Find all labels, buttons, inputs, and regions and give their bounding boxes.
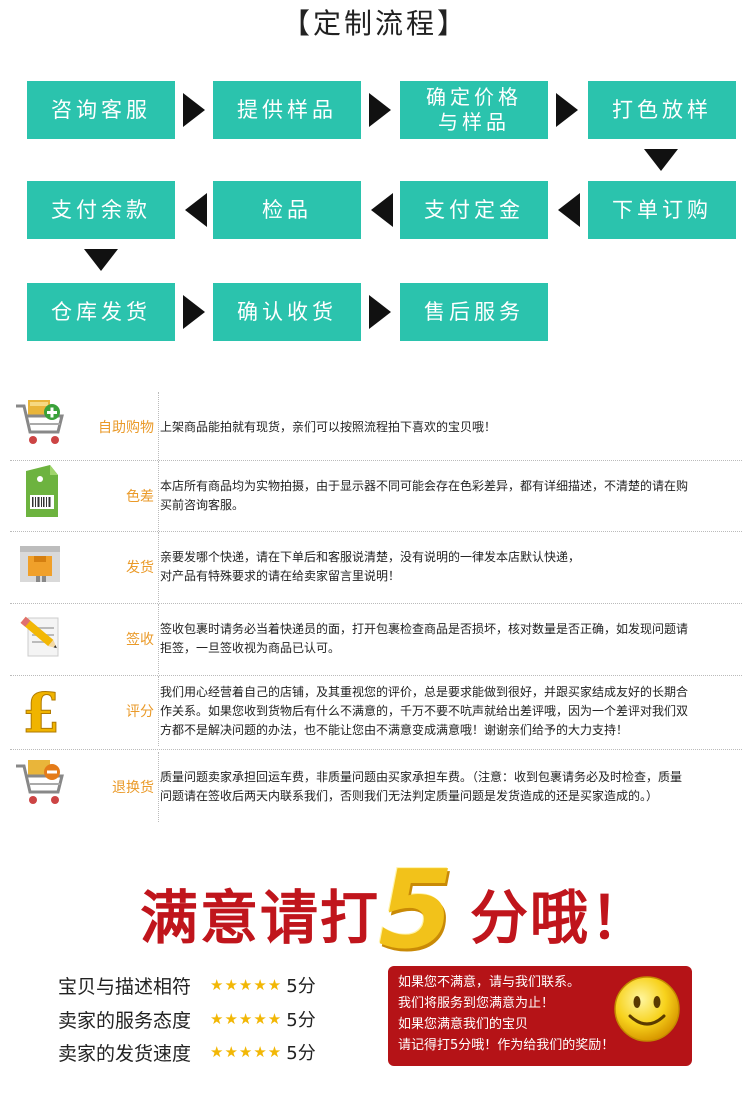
page-title: 【定制流程】	[281, 7, 468, 40]
rating-score: 5分	[286, 976, 316, 997]
note-line: 我们将服务到您满意为止！	[398, 996, 555, 1011]
flow-step-confirm-price: 确定价格 与样品	[400, 81, 548, 139]
rating-label: 卖家的发货速度	[58, 1042, 192, 1065]
info-label: 自助购物	[98, 420, 154, 436]
pound-sign-icon: £	[10, 676, 72, 746]
arrow-left-icon	[185, 193, 207, 227]
info-text: 本店所有商品均为实物拍摄，由于显示器不同可能会存在色彩差异，都有详细描述，不清楚…	[160, 479, 689, 512]
info-row-rating: £ 评分 我们用心经营着自己的店铺，及其重视您的评价，总是要求能做到很好，并跟买…	[10, 676, 742, 746]
info-row-shipping: 发货 亲要发哪个快递，请在下单后和客服说清楚，没有说明的一律发本店默认快递， 对…	[10, 532, 742, 602]
info-label: 色差	[126, 489, 154, 505]
shopping-cart-add-icon	[10, 392, 72, 462]
note-line: 如果您满意我们的宝贝	[398, 1017, 529, 1032]
arrow-down-icon	[84, 249, 118, 271]
note-line: 请记得打5分哦！作为给我们的奖励！	[398, 1038, 615, 1053]
arrow-right-icon	[183, 295, 205, 329]
flow-step-color-proof: 打色放样	[588, 81, 736, 139]
rating-label: 宝贝与描述相符	[58, 975, 192, 998]
arrow-right-icon	[556, 93, 578, 127]
star-icon: ★★★★★	[210, 976, 283, 994]
info-text: 签收包裹时请务必当着快递员的面，打开包裹检查商品是否损坏，核对数量是否正确，如发…	[160, 622, 689, 655]
smiley-face-icon	[612, 974, 682, 1044]
info-label: 签收	[126, 632, 154, 648]
flow-step-ship: 仓库发货	[27, 283, 175, 341]
flow-step-place-order: 下单订购	[588, 181, 736, 239]
info-text: 我们用心经营着自己的店铺，及其重视您的评价，总是要求能做到很好，并跟买家结成友好…	[160, 684, 689, 737]
rating-line-delivery: 卖家的发货速度 ★★★★★ 5分	[58, 1037, 378, 1067]
arrow-right-icon	[183, 93, 205, 127]
arrow-left-icon	[371, 193, 393, 227]
slogan-number: 5	[378, 848, 454, 973]
shopping-cart-remove-icon	[10, 752, 72, 822]
arrow-right-icon	[369, 93, 391, 127]
arrow-left-icon	[558, 193, 580, 227]
rating-line-description: 宝贝与描述相符 ★★★★★ 5分	[58, 970, 378, 1000]
star-icon: ★★★★★	[210, 1043, 283, 1061]
rating-label: 卖家的服务态度	[58, 1009, 192, 1032]
info-label: 发货	[126, 560, 154, 576]
flow-step-after-sales: 售后服务	[400, 283, 548, 341]
flow-step-inspection: 检品	[213, 181, 361, 239]
info-text: 亲要发哪个快递，请在下单后和客服说清楚，没有说明的一律发本店默认快递， 对产品有…	[160, 550, 581, 583]
info-row-color-difference: 色差 本店所有商品均为实物拍摄，由于显示器不同可能会存在色彩差异，都有详细描述，…	[10, 461, 742, 531]
slogan-left: 满意请打	[140, 884, 381, 952]
rating-score: 5分	[286, 1010, 316, 1031]
svg-text:£: £	[22, 681, 60, 745]
arrow-down-icon	[644, 149, 678, 171]
flow-step-pay-balance: 支付余款	[27, 181, 175, 239]
rating-line-service: 卖家的服务态度 ★★★★★ 5分	[58, 1004, 378, 1034]
flow-step-pay-deposit: 支付定金	[400, 181, 548, 239]
flow-step-confirm-receipt: 确认收货	[213, 283, 361, 341]
rating-score: 5分	[286, 1043, 316, 1064]
info-row-self-service: 自助购物 上架商品能拍就有现货，亲们可以按照流程拍下喜欢的宝贝哦！	[10, 392, 742, 462]
arrow-right-icon	[369, 295, 391, 329]
info-row-sign-for: 签收 签收包裹时请务必当着快递员的面，打开包裹检查商品是否损坏，核对数量是否正确…	[10, 604, 742, 674]
info-row-return-exchange: 退换货 质量问题卖家承担回运车费，非质量问题由买家承担车费。（注意：收到包裹请务…	[10, 752, 742, 822]
slogan-right: 分哦！	[470, 884, 651, 952]
star-icon: ★★★★★	[210, 1010, 283, 1028]
info-text: 质量问题卖家承担回运车费，非质量问题由买家承担车费。（注意：收到包裹请务必及时检…	[160, 770, 683, 803]
info-label: 退换货	[112, 780, 154, 796]
flow-step-provide-sample: 提供样品	[213, 81, 361, 139]
flow-step-consult: 咨询客服	[27, 81, 175, 139]
pencil-document-icon	[10, 604, 72, 674]
note-line: 如果您不满意，请与我们联系。	[398, 975, 581, 990]
info-text: 上架商品能拍就有现货，亲们可以按照流程拍下喜欢的宝贝哦！	[160, 419, 497, 434]
info-label: 评分	[126, 704, 154, 720]
delivery-box-icon	[10, 532, 72, 602]
barcode-tag-icon	[10, 461, 72, 531]
